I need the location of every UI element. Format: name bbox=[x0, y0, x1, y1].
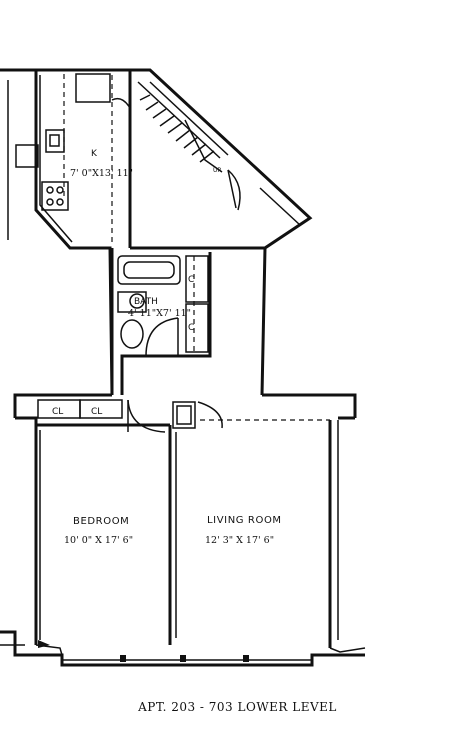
bath-dimensions: 4' 11"X7' 11" bbox=[128, 308, 191, 319]
window-wall bbox=[0, 630, 366, 667]
neighbor-unit-left bbox=[0, 68, 38, 240]
bedroom-dimensions: 10' 0" X 17' 6" bbox=[64, 535, 133, 546]
entry-closet bbox=[172, 401, 330, 429]
bedroom-living-walls bbox=[15, 416, 355, 648]
living-room-label: LIVING ROOM bbox=[207, 515, 282, 526]
kitchen-label: K bbox=[91, 149, 98, 159]
bath-closet-lower-label: C bbox=[188, 323, 194, 333]
closet-right-label: CL bbox=[91, 407, 102, 417]
bath-label: BATH bbox=[134, 297, 158, 307]
kitchen-dimensions: 7' 0"X13' 11" bbox=[70, 168, 133, 179]
plan-caption: APT. 203 - 703 LOWER LEVEL bbox=[138, 700, 337, 714]
stair-up-label: UP bbox=[213, 167, 221, 174]
kitchen-stair-walls bbox=[34, 68, 313, 396]
kitchen-fixtures bbox=[15, 73, 131, 245]
closet-left-label: CL bbox=[52, 407, 63, 417]
hall bbox=[13, 362, 357, 433]
stair: UP bbox=[137, 81, 301, 226]
bedroom-label: BEDROOM bbox=[73, 516, 129, 527]
bath bbox=[110, 248, 212, 395]
living-room-dimensions: 12' 3" X 17' 6" bbox=[205, 535, 274, 546]
bath-closet-upper-label: C bbox=[188, 275, 194, 285]
closets-row bbox=[37, 399, 123, 419]
